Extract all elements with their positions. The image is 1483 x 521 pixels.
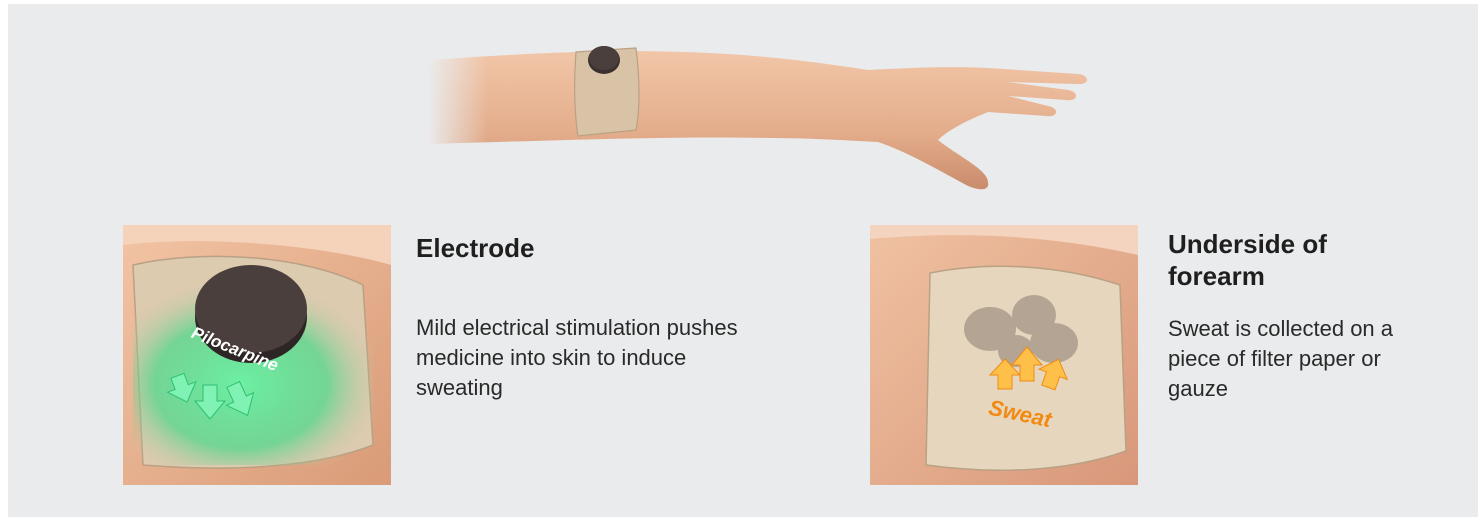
forearm-description: Sweat is collected on a piece of filter …	[1168, 314, 1438, 404]
forearm-shape	[428, 51, 1087, 189]
sweat-closeup-panel: Sweat	[870, 225, 1138, 485]
electrode-closeup-illustration: Pilocarpine	[123, 225, 391, 485]
illustration-canvas: Pilocarpine Electrode Mild electrical st…	[8, 4, 1478, 517]
sweat-closeup-illustration: Sweat	[870, 225, 1138, 485]
electrode-description: Mild electrical stimulation pushes medic…	[416, 313, 776, 403]
electrode-title: Electrode	[416, 232, 796, 264]
arm-with-band-illustration	[428, 40, 1108, 200]
electrode-closeup-panel: Pilocarpine	[123, 225, 391, 485]
forearm-title: Underside of forearm	[1168, 228, 1418, 292]
